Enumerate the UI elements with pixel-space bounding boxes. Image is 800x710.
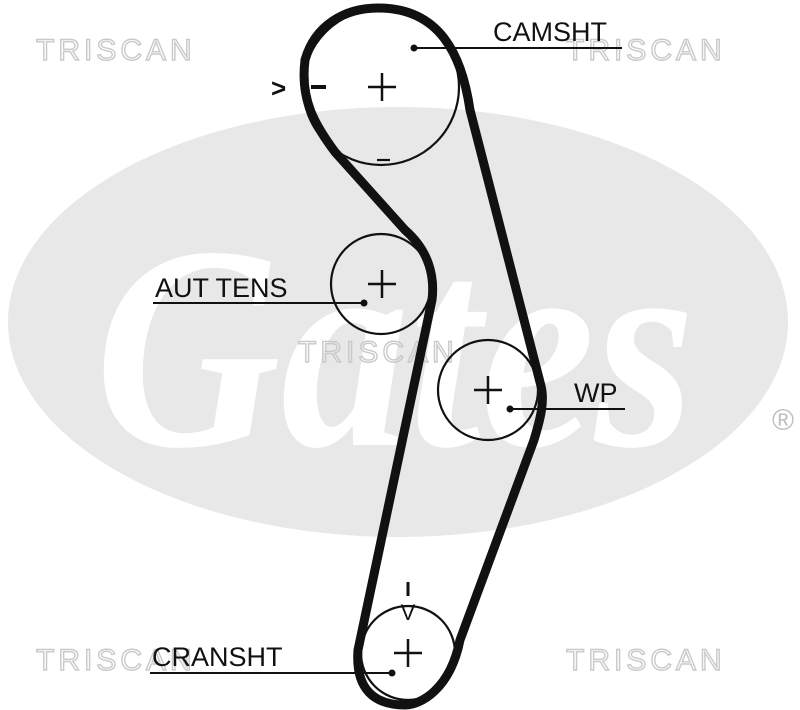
labels: CAMSHT AUT TENS WP CRANSHT bbox=[150, 17, 625, 677]
camshaft-timing-arrow: > bbox=[271, 73, 286, 103]
water-pump-leader-dot bbox=[506, 405, 514, 413]
timing-marks: > V bbox=[271, 73, 416, 625]
tensioner-label: AUT TENS bbox=[155, 273, 288, 303]
camshaft-callout: CAMSHT bbox=[410, 17, 622, 52]
camshaft-leader-dot bbox=[410, 44, 418, 52]
watermarks: TRISCAN TRISCAN TRISCAN TRISCAN TRISCAN bbox=[35, 33, 726, 677]
water-pump-label: WP bbox=[574, 378, 618, 408]
tensioner-leader-dot bbox=[360, 299, 368, 307]
crankshaft-leader-dot bbox=[388, 669, 396, 677]
crankshaft-timing-arrow: V bbox=[401, 600, 416, 625]
watermark-center: TRISCAN bbox=[298, 336, 458, 369]
water-pump-callout: WP bbox=[506, 378, 625, 413]
tensioner-callout: AUT TENS bbox=[153, 273, 368, 307]
watermark-top-left: TRISCAN bbox=[36, 34, 196, 67]
timing-belt bbox=[299, 3, 547, 710]
camshaft-label: CAMSHT bbox=[493, 17, 607, 47]
registered-mark: ® bbox=[772, 404, 794, 437]
crankshaft-label: CRANSHT bbox=[152, 642, 283, 672]
tensioner-center-cross bbox=[368, 270, 396, 298]
gates-logo: Gates ® bbox=[8, 107, 794, 537]
watermark-bottom-right: TRISCAN bbox=[566, 644, 726, 677]
crankshaft-center-cross bbox=[394, 639, 422, 667]
gates-logo-ellipse bbox=[8, 107, 788, 537]
pulley-centers bbox=[368, 73, 502, 667]
watermark-top-right: TRISCAN bbox=[566, 34, 726, 67]
camshaft-center-cross bbox=[368, 73, 396, 101]
water-pump-center-cross bbox=[474, 376, 502, 404]
crankshaft-callout: CRANSHT bbox=[150, 642, 396, 677]
watermark-bottom-left: TRISCAN bbox=[36, 644, 196, 677]
